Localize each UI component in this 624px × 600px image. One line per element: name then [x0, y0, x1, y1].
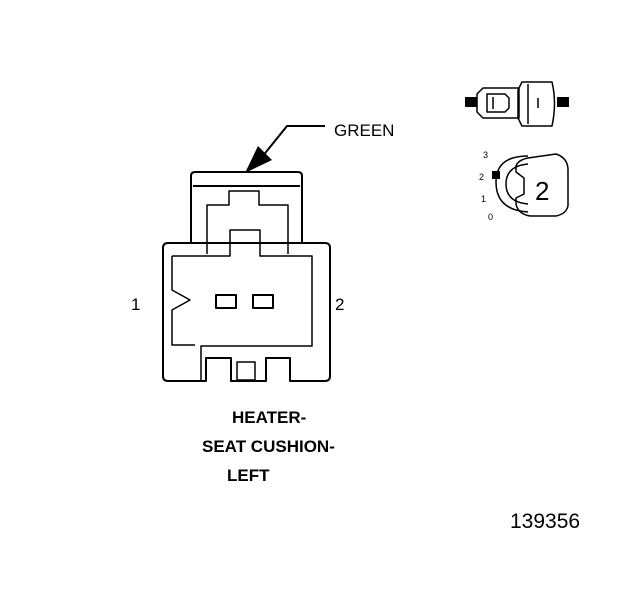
terminal-cavity-1: [215, 294, 237, 309]
dial-knob-body: [515, 153, 569, 217]
title-line-3: LEFT: [227, 466, 270, 485]
dial-ring-inner: [505, 163, 529, 205]
pin-label-left: 1: [131, 295, 140, 314]
right-wire-stub: [557, 97, 569, 107]
title-line-1: HEATER-: [232, 408, 306, 427]
dial-position-marker: [492, 171, 500, 179]
connector-latch-housing: [190, 171, 303, 243]
latch-inner-outline: [206, 190, 289, 254]
position-dial-icon: 2 3 2 1 0: [479, 150, 569, 222]
title-line-2: SEAT CUSHION-: [202, 437, 335, 456]
callout-leader-line: [261, 125, 325, 158]
connector-inner-cavity: [172, 229, 313, 380]
pin-label-right: 2: [335, 295, 344, 314]
side-view-connector-icon: [465, 81, 569, 127]
connector-key-notch: [171, 256, 195, 346]
view-indicator-number: 2: [535, 176, 549, 206]
figure-number: 139356: [510, 510, 580, 533]
wire-color-callout: GREEN: [245, 121, 394, 173]
wire-color-label: GREEN: [334, 121, 394, 140]
male-half-inner: [486, 93, 510, 113]
dial-label-3: 3: [483, 150, 488, 160]
terminal-cavity-2: [252, 294, 274, 309]
dial-label-0: 0: [488, 212, 493, 222]
female-half-outline: [517, 81, 556, 127]
connector-title: HEATER- SEAT CUSHION- LEFT: [202, 408, 335, 485]
left-wire-stub: [465, 97, 477, 107]
dial-ring-outer: [495, 155, 529, 213]
connector-bottom-tab: [236, 361, 256, 381]
dial-label-1: 1: [481, 194, 486, 204]
callout-arrowhead: [245, 146, 272, 173]
male-half-outline: [476, 87, 520, 119]
connector-face: [162, 171, 331, 382]
connector-outer-body: [162, 242, 331, 382]
dial-label-2: 2: [479, 172, 484, 182]
